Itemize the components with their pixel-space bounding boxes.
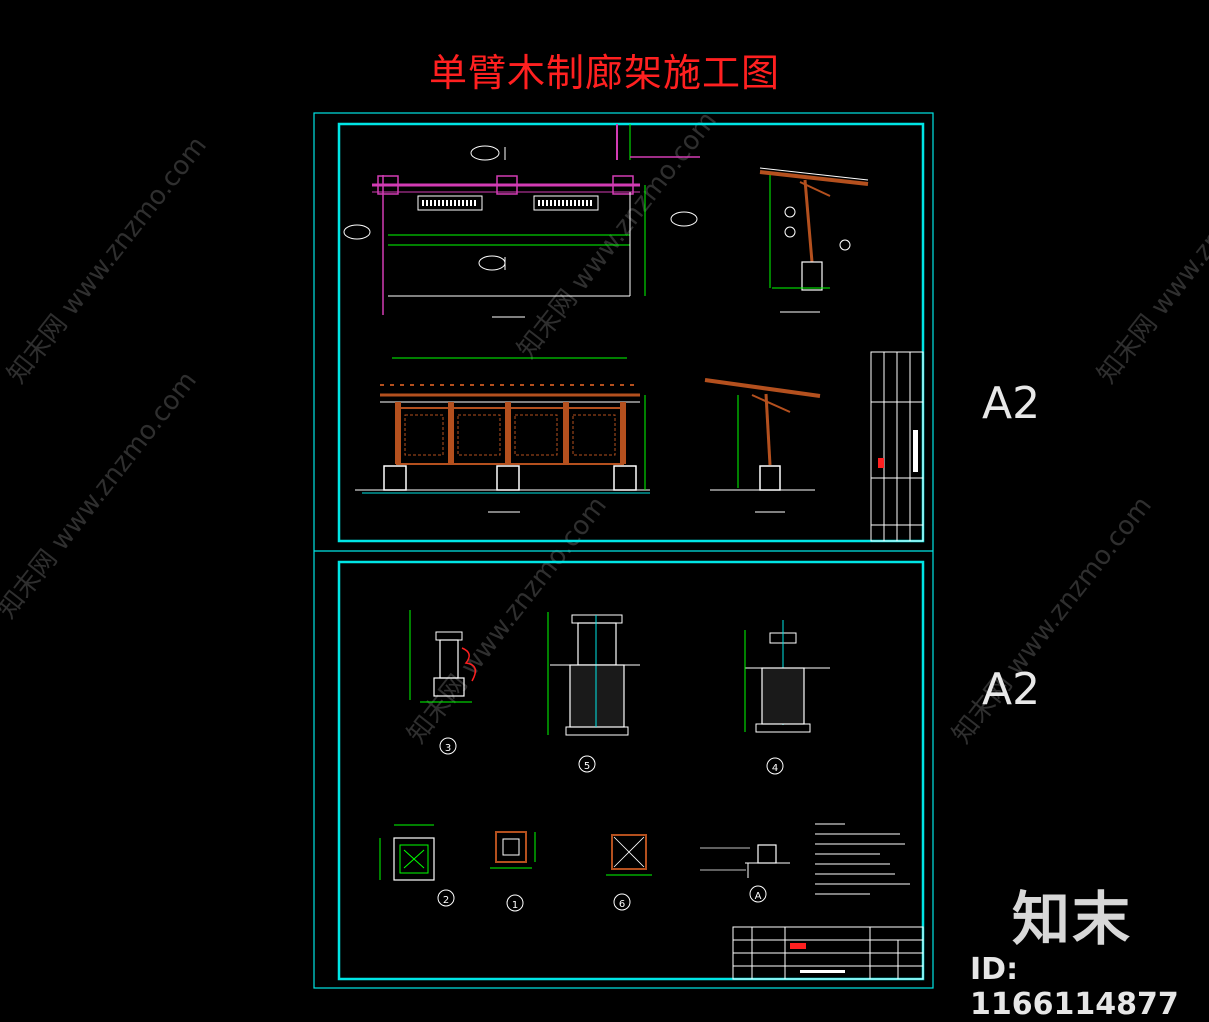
detail-2 (379, 824, 455, 907)
detail-number-label: 6 (619, 899, 625, 910)
watermark: 知末网 www.znzmo.com (947, 491, 1158, 749)
detail-a (700, 844, 790, 903)
general-notes (815, 823, 910, 895)
drawing-title: 单臂木制廊架施工图 (428, 51, 780, 95)
title-block-top (870, 351, 924, 542)
detail-1 (490, 831, 536, 912)
sheet-bottom-frame (337, 560, 925, 981)
sheet-size-bottom: A2 (982, 664, 1040, 715)
title-block-bottom (732, 926, 924, 980)
detail-3 (409, 610, 477, 755)
watermark: 知末网 www.znzmo.com (1092, 131, 1209, 389)
sheet-top-frame (337, 122, 925, 543)
detail-number-label: 1 (512, 900, 518, 911)
detail-number-label: 2 (443, 895, 449, 906)
detail-number-label: 5 (584, 761, 590, 772)
side-elevation (704, 378, 821, 513)
detail-5 (547, 612, 640, 773)
brand-logo: 知末 (1012, 885, 1133, 953)
detail-number-label: A (755, 891, 762, 902)
asset-id: ID: 1166114877 (970, 952, 1179, 1022)
front-elevation (355, 357, 650, 513)
section-1-1 (759, 167, 869, 313)
detail-4 (744, 620, 830, 775)
watermark: 知末网 www.znzmo.com (0, 366, 203, 624)
detail-number-label: 4 (772, 763, 778, 774)
detail-number-label: 3 (445, 743, 451, 754)
detail-6 (606, 834, 652, 911)
plan-view (343, 124, 700, 318)
sheet-size-top: A2 (982, 378, 1040, 429)
watermark: 知末网 www.znzmo.com (2, 131, 213, 389)
